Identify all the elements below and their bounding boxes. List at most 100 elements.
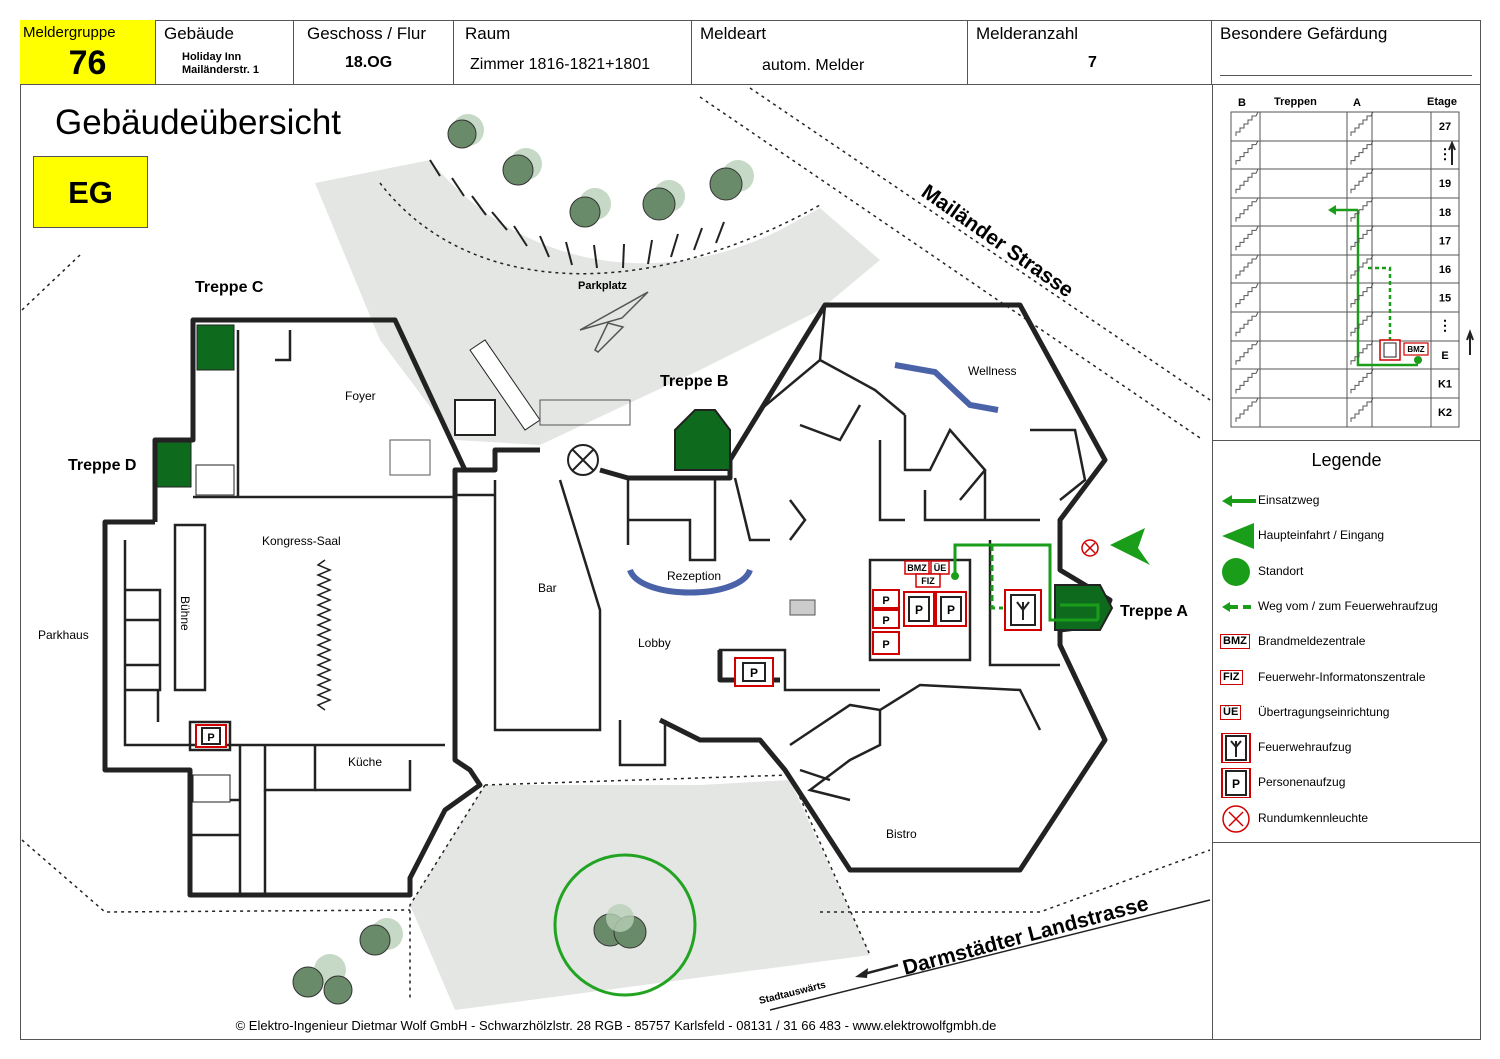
stair-col-b: B xyxy=(1238,97,1246,109)
svg-text:P: P xyxy=(947,603,955,617)
vent-shaft xyxy=(454,399,496,436)
lift-shaft-south xyxy=(192,774,231,803)
meldergruppe-label: Meldergruppe xyxy=(23,24,116,41)
stair-step-icon xyxy=(1235,340,1259,365)
melderanzahl-label: Melderanzahl xyxy=(976,24,1079,43)
meldeart-cell: Meldeart autom. Melder xyxy=(692,20,968,85)
legend-item: Weg vom / zum Feuerwehraufzug xyxy=(1220,592,1478,622)
parking-area xyxy=(315,160,880,445)
stair-step-icon xyxy=(1350,283,1374,308)
treppe-a-stairs xyxy=(1054,584,1114,631)
roundabout-circle xyxy=(553,853,697,997)
treppe-d-stairs xyxy=(156,441,192,488)
meldeart-label: Meldeart xyxy=(700,24,767,43)
stair-col-treppen: Treppen xyxy=(1274,96,1317,108)
label-treppe-c: Treppe C xyxy=(195,279,264,296)
floor-label: ⋮ xyxy=(1438,317,1452,333)
einsatzweg-route xyxy=(953,543,1060,622)
beacon-cross xyxy=(1084,542,1096,554)
legend-item: Rundumkennleuchte xyxy=(1220,804,1478,834)
geschoss-label: Geschoss / Flur xyxy=(307,24,427,43)
stair-col-etage: Etage xyxy=(1427,96,1457,108)
main-entrance-icon xyxy=(1110,528,1150,565)
stair-step-icon xyxy=(1350,226,1374,251)
bmz-tag: BMZ xyxy=(1220,627,1256,657)
melderanzahl-value: 7 xyxy=(1088,54,1097,71)
map-bmz-tag: BMZ xyxy=(907,563,927,573)
label-kongress: Kongress-Saal xyxy=(262,534,341,548)
stair-step-icon xyxy=(1235,283,1259,308)
melderanzahl-cell: Melderanzahl 7 xyxy=(968,20,1212,85)
legend-item: Feuerwehraufzug xyxy=(1220,733,1478,764)
stair-step-icon xyxy=(1350,168,1374,194)
stair-step-icon xyxy=(1235,226,1259,251)
map-ue-tag: ÜE xyxy=(934,563,947,573)
meldergruppe-value: 76 xyxy=(68,44,107,82)
stair-step-icon xyxy=(1350,197,1374,222)
revolving-door-cross xyxy=(571,448,595,472)
label-buehne: Bühne xyxy=(178,596,192,631)
floor-label: ⋮ xyxy=(1438,146,1452,162)
stair-table: BMZ B Treppen A Etage xyxy=(1230,96,1474,428)
legend-label: Rundumkennleuchte xyxy=(1258,810,1369,825)
label-kueche: Küche xyxy=(348,755,382,769)
label-foyer: Foyer xyxy=(345,389,376,403)
ue-tag: ÜE xyxy=(1220,698,1256,728)
floor-label: 17 xyxy=(1439,235,1451,247)
legend-divider xyxy=(1212,440,1481,441)
fire-lift-icon xyxy=(1220,733,1256,764)
tree-icons xyxy=(292,114,754,1005)
floor-label: E xyxy=(1441,350,1448,362)
stair-step-icon xyxy=(1235,197,1259,222)
parking-stalls xyxy=(429,159,725,269)
stage-edge xyxy=(316,559,332,711)
label-treppe-a: Treppe A xyxy=(1120,603,1188,620)
stair-step-icon xyxy=(1235,397,1259,422)
legend-item: Haupteinfahrt / Eingang xyxy=(1220,521,1478,551)
legend-label: Weg vom / zum Feuerwehraufzug xyxy=(1258,598,1438,613)
gefaehrdung-label: Besondere Gefärdung xyxy=(1220,24,1388,43)
beacon-icon xyxy=(1220,804,1256,834)
label-mailaender-strasse: Mailänder Strasse xyxy=(917,180,1077,302)
legend-label: Haupteinfahrt / Eingang xyxy=(1258,528,1385,543)
stair-step-icon xyxy=(1235,111,1259,136)
gebaeude-label: Gebäude xyxy=(164,24,234,43)
treppe-b-stairs xyxy=(674,409,731,471)
geschoss-value: 18.OG xyxy=(345,54,393,71)
gefaehrdung-line xyxy=(1220,75,1472,76)
stair-step-icon xyxy=(1350,369,1374,394)
stair-step-icon xyxy=(1235,168,1259,194)
stair-step-icon xyxy=(1350,311,1374,337)
stair-step-icon xyxy=(1350,254,1374,279)
lift-p-label: P xyxy=(207,732,214,744)
dashed-arrow-icon xyxy=(1220,592,1256,622)
gefaehrdung-cell: Besondere Gefärdung xyxy=(1212,20,1481,85)
stair-step-icon xyxy=(1235,254,1259,279)
gebaeude-cell: Gebäude Holiday Inn Mailänderstr. 1 xyxy=(156,20,294,85)
fire-lift-icon xyxy=(1004,589,1042,631)
svg-text:P: P xyxy=(750,666,758,680)
floor-label: 16 xyxy=(1439,264,1451,276)
floor-label: 18 xyxy=(1439,207,1451,219)
stair-step-icon xyxy=(1350,140,1374,165)
gebaeude-name: Holiday Inn xyxy=(182,51,242,63)
direction-arrow-head xyxy=(855,968,868,978)
label-rezeption: Rezeption xyxy=(667,569,721,583)
legend-label: Personenaufzug xyxy=(1258,775,1346,790)
svg-text:P: P xyxy=(882,639,889,651)
meldeart-value: autom. Melder xyxy=(762,57,865,74)
label-darmstaedter-landstrasse: Darmstädter Landstrasse xyxy=(900,892,1151,980)
site-boundaries xyxy=(21,87,1211,1000)
main-entrance-icon xyxy=(1220,521,1256,551)
floor-label: K2 xyxy=(1438,407,1452,419)
passenger-lift-icon: P xyxy=(1220,768,1256,799)
raum-cell: Raum Zimmer 1816-1821+1801 xyxy=(454,20,692,85)
map-fiz-tag: FIZ xyxy=(921,576,935,586)
floor-label: 27 xyxy=(1439,121,1451,133)
plan-frame xyxy=(20,20,1481,1040)
stair-step-icons xyxy=(1235,111,1374,422)
bike-rack xyxy=(539,399,631,426)
